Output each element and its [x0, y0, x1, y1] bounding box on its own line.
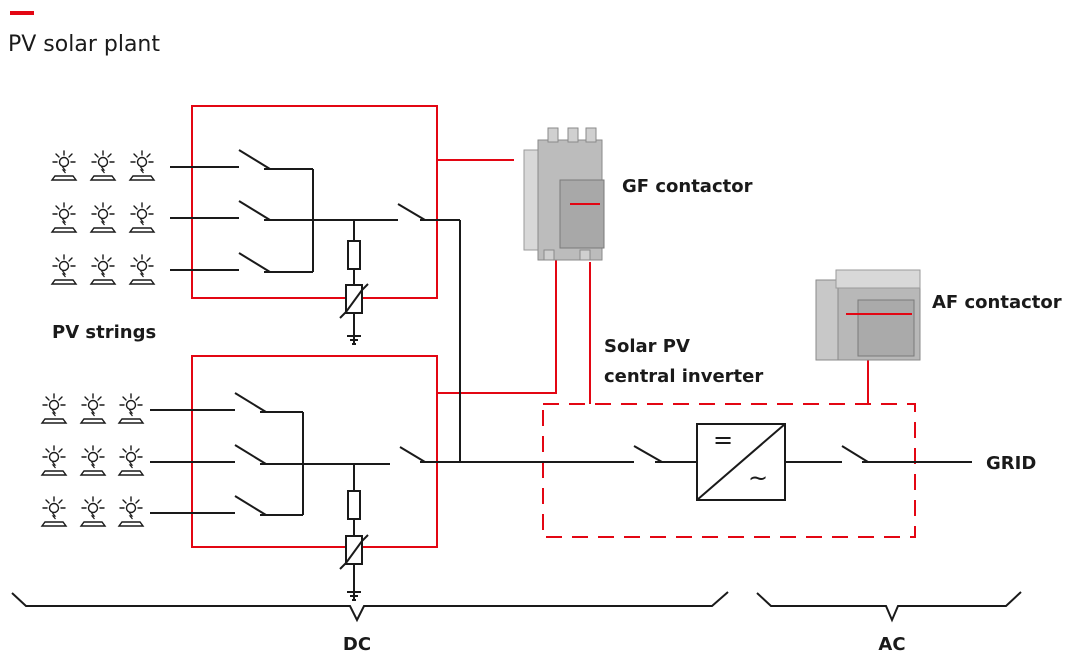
sun-panel-icon — [80, 393, 106, 424]
red-connections — [437, 159, 869, 404]
af-contactor-photo-icon — [815, 269, 921, 361]
ground-icon — [347, 591, 361, 601]
varistor-icon — [339, 534, 369, 570]
dc-box-bottom — [191, 355, 438, 548]
ac-brace — [756, 591, 1022, 623]
inverter-label-line2: central inverter — [604, 366, 764, 387]
grid-label: GRID — [986, 453, 1037, 474]
gf-contactor-photo-icon — [523, 127, 605, 261]
top-dc-wiring — [170, 149, 460, 345]
sun-panel-icon — [118, 496, 144, 527]
sun-panel-icon — [41, 496, 67, 527]
bottom-dc-wiring — [150, 220, 634, 600]
sun-panel-icon — [90, 202, 116, 233]
dc-label: DC — [342, 634, 372, 655]
ground-icon — [347, 335, 361, 345]
fuse-icon — [347, 490, 361, 520]
sun-panel-icon — [129, 254, 155, 285]
af-contactor-label: AF contactor — [932, 292, 1062, 313]
ac-label: AC — [878, 634, 906, 655]
sun-panel-icon — [80, 496, 106, 527]
dc-brace — [11, 591, 729, 623]
inverter-ac-symbol: ~ — [748, 464, 769, 492]
sun-panel-icon — [90, 150, 116, 181]
inverter-symbol — [696, 423, 786, 501]
inverter-label-line1: Solar PV — [604, 336, 690, 357]
page-title: PV solar plant — [8, 32, 160, 57]
pv-strings-label: PV strings — [52, 322, 157, 343]
sun-panel-icon — [118, 445, 144, 476]
sun-panel-icon — [129, 202, 155, 233]
sun-panel-icon — [41, 445, 67, 476]
fuse-icon — [347, 240, 361, 270]
sun-panel-icon — [80, 445, 106, 476]
sun-panel-icon — [41, 393, 67, 424]
varistor-icon — [339, 283, 369, 319]
ac-wiring — [633, 445, 972, 463]
pv-array-top — [51, 150, 155, 285]
sun-panel-icon — [51, 254, 77, 285]
inverter-dc-symbol: = — [713, 426, 734, 454]
pv-array-bottom — [41, 393, 144, 527]
inverter-box — [542, 403, 916, 538]
sun-panel-icon — [118, 393, 144, 424]
accent-bar — [10, 11, 34, 15]
sun-panel-icon — [129, 150, 155, 181]
dc-box-top — [191, 105, 438, 299]
sun-panel-icon — [51, 150, 77, 181]
sun-panel-icon — [90, 254, 116, 285]
sun-panel-icon — [51, 202, 77, 233]
gf-contactor-label: GF contactor — [622, 176, 753, 197]
